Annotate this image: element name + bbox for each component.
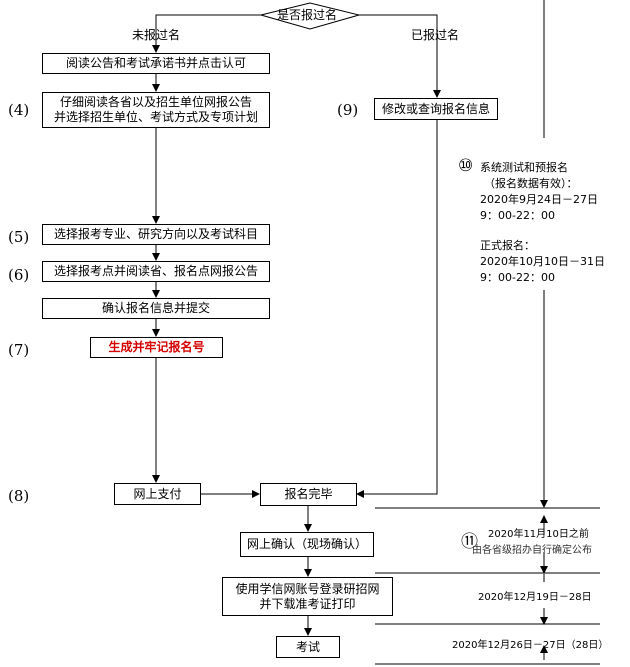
marker-11: ⑪: [461, 532, 478, 552]
done-step: 报名完毕: [260, 483, 357, 506]
online-confirm-step: 网上确认（现场确认）: [240, 532, 374, 557]
pay-online-label: 网上支付: [133, 486, 182, 501]
prereg-note: （报名数据有效）：: [484, 177, 578, 190]
select-site-label: 选择报考点并阅读省、报名点网报公告: [53, 264, 258, 278]
marker-5: (5): [8, 228, 30, 246]
exam-date: 2020年12月26日－27日（28日）: [452, 640, 609, 651]
exam-step: 考试: [276, 636, 340, 658]
select-site-step: 选择报考点并阅读省、报名点网报公告: [42, 261, 270, 282]
prereg-time: 9：00-22：00: [480, 209, 555, 222]
done-label: 报名完毕: [284, 487, 333, 501]
read-provinces-line1: 仔细阅读各省以及招生单位网报公告: [59, 95, 252, 109]
print-ticket-line1: 使用学信网账号登录研招网: [235, 581, 380, 596]
read-notice-label: 阅读公告和考试承诺书并点击认可: [65, 56, 246, 70]
confirm-note: 由各省级招办自行确定公布: [472, 545, 592, 556]
pay-online-step: 网上支付: [114, 483, 201, 505]
marker-9: (9): [337, 101, 359, 119]
select-major-step: 选择报考专业、研究方向以及考试科目: [42, 224, 270, 245]
branch-no-label: 未报过名: [132, 28, 181, 42]
confirm-date: 2020年11月10日之前: [488, 529, 589, 540]
confirm-submit-label: 确认报名信息并提交: [101, 301, 210, 315]
modify-step: 修改或查询报名信息: [374, 98, 498, 120]
select-major-label: 选择报考专业、研究方向以及考试科目: [53, 227, 258, 241]
generate-number-step: 生成并牢记报名号: [90, 337, 223, 358]
formal-date: 2020年10月10日－31日: [480, 255, 605, 268]
prereg-title: 系统测试和预报名: [480, 161, 568, 174]
online-confirm-label: 网上确认（现场确认）: [246, 537, 367, 551]
read-provinces-line2: 并选择招生单位、考试方式及专项计划: [53, 110, 258, 124]
confirm-submit-step: 确认报名信息并提交: [42, 298, 270, 319]
exam-label: 考试: [295, 639, 320, 654]
decision-label: 是否报过名: [277, 8, 338, 22]
formal-title: 正式报名：: [480, 239, 535, 252]
marker-4: (4): [8, 101, 30, 119]
read-provinces-step: 仔细阅读各省以及招生单位网报公告 并选择招生单位、考试方式及专项计划: [42, 92, 270, 128]
print-date: 2020年12月19日－28日: [478, 592, 592, 603]
marker-6: (6): [8, 266, 30, 284]
marker-10: ⑩: [458, 156, 474, 176]
marker-7: (7): [8, 341, 30, 359]
prereg-date: 2020年9月24日－27日: [480, 193, 598, 206]
generate-number-label: 生成并牢记报名号: [108, 340, 205, 354]
formal-time: 9：00-22：00: [480, 271, 555, 284]
marker-8: (8): [8, 487, 30, 505]
print-ticket-step: 使用学信网账号登录研招网 并下载准考证打印: [222, 577, 393, 616]
modify-label: 修改或查询报名信息: [381, 101, 490, 116]
branch-yes-label: 已报过名: [411, 28, 460, 42]
print-ticket-line2: 并下载准考证打印: [259, 596, 356, 611]
read-notice-step: 阅读公告和考试承诺书并点击认可: [42, 53, 270, 74]
